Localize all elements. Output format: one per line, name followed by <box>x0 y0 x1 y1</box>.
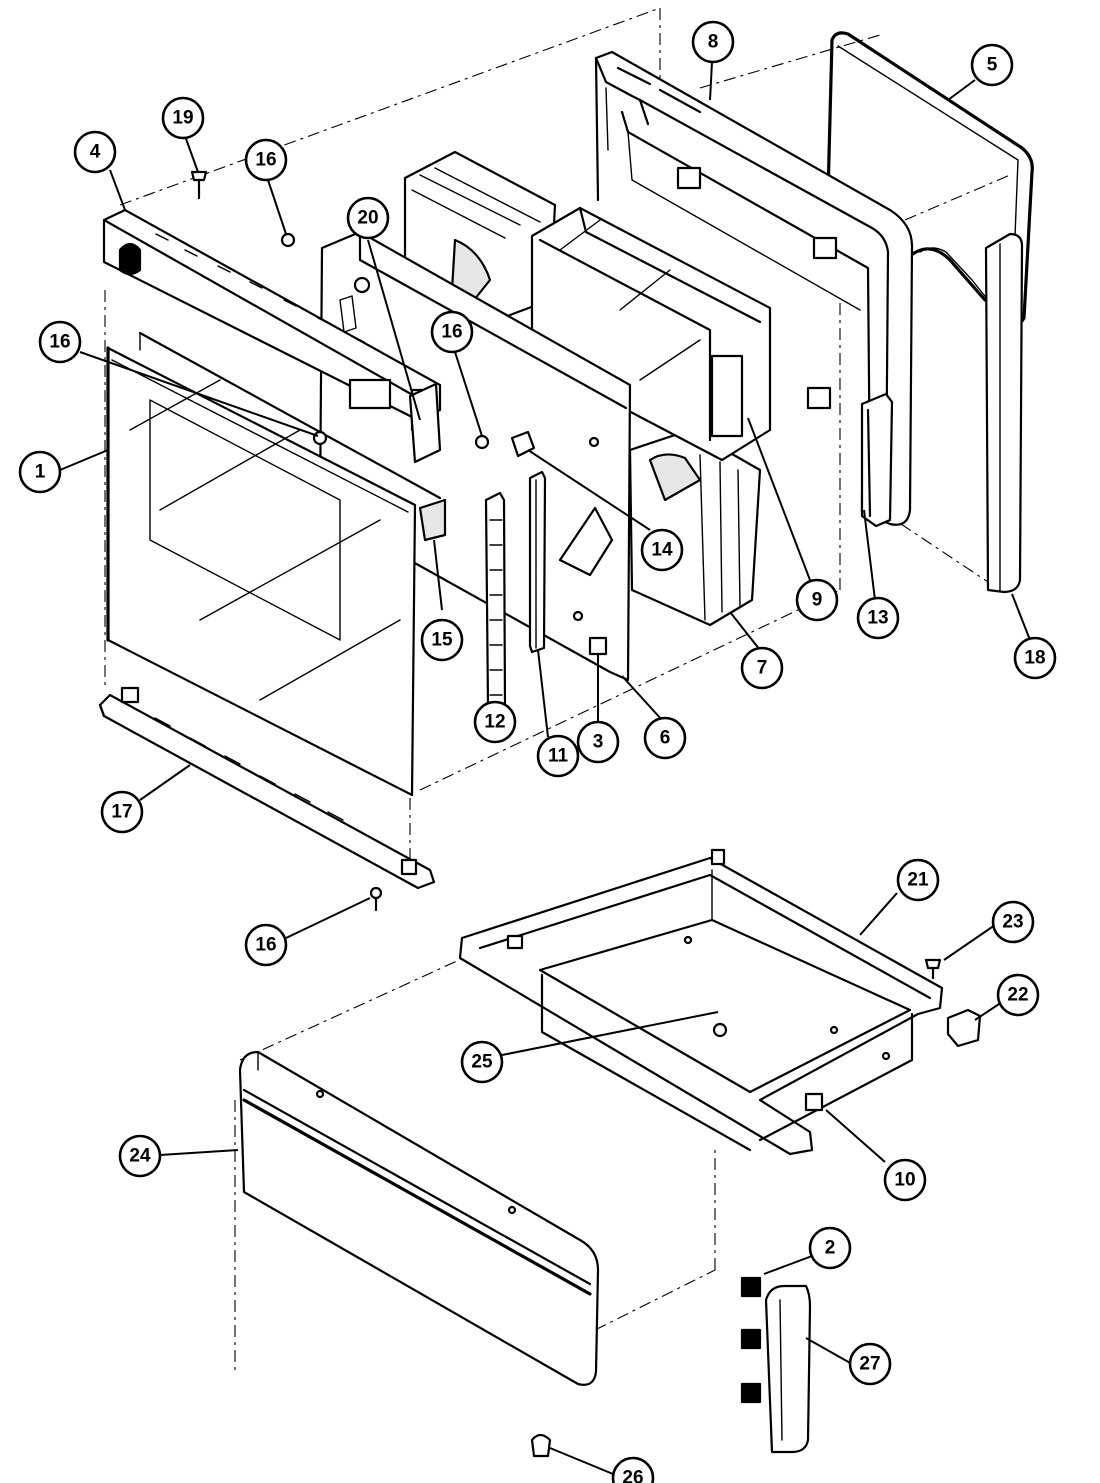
callout-20-label: 20 <box>357 208 378 229</box>
oven-door-frame <box>594 50 914 526</box>
side-trim <box>984 232 1024 594</box>
callout-7: 7 <box>740 646 784 690</box>
callout-19: 19 <box>161 96 205 140</box>
callout-2-label: 2 <box>825 1238 836 1259</box>
callout-16-center: 16 <box>430 310 474 354</box>
callout-15-label: 15 <box>431 630 453 651</box>
drawer-screw <box>924 958 942 980</box>
callout-16-top-label: 16 <box>255 150 276 171</box>
callout-20: 20 <box>346 196 390 240</box>
callout-12: 12 <box>473 700 517 744</box>
callout-6: 6 <box>643 716 687 760</box>
drawer-glide-pad <box>740 1276 762 1404</box>
callout-9-label: 9 <box>812 590 823 611</box>
callout-4-label: 4 <box>90 142 101 163</box>
callout-3: 3 <box>576 720 620 764</box>
callout-11-label: 11 <box>548 746 569 767</box>
drawer-stop <box>946 1008 982 1048</box>
top-screw <box>190 170 208 200</box>
callout-4: 4 <box>73 130 117 174</box>
assembly-guide-lines <box>104 7 1011 1370</box>
callout-19-label: 19 <box>172 108 193 129</box>
callout-13-label: 13 <box>867 608 888 629</box>
callout-25: 25 <box>460 1040 504 1084</box>
callout-18-label: 18 <box>1024 648 1045 669</box>
callout-16-left: 16 <box>38 320 82 364</box>
storage-drawer <box>458 848 944 1156</box>
callout-5-label: 5 <box>987 55 998 76</box>
callout-8-label: 8 <box>708 32 719 53</box>
drawer-guide <box>804 1092 824 1112</box>
callout-5: 5 <box>970 43 1014 87</box>
door-gasket <box>826 31 1034 325</box>
callout-23-label: 23 <box>1002 912 1023 933</box>
callout-7-label: 7 <box>757 658 768 679</box>
callout-14-label: 14 <box>651 540 673 561</box>
door-spacer-strip <box>528 470 547 654</box>
callout-12-label: 12 <box>484 712 505 733</box>
callout-13: 13 <box>856 596 900 640</box>
callout-16-left-label: 16 <box>49 332 70 353</box>
callout-22-label: 22 <box>1007 985 1028 1006</box>
callout-21: 21 <box>896 858 940 902</box>
callout-26-label: 26 <box>622 1468 643 1483</box>
callout-21-label: 21 <box>907 870 929 891</box>
callout-1-label: 1 <box>35 462 46 483</box>
callout-10-label: 10 <box>894 1170 915 1191</box>
hinge-bracket <box>860 392 894 528</box>
callout-14: 14 <box>640 528 684 572</box>
callout-leaders <box>59 61 1031 1475</box>
drawer-side-guide <box>764 1284 812 1454</box>
callout-18: 18 <box>1013 636 1057 680</box>
callout-6-label: 6 <box>660 728 671 749</box>
callout-16-bottom-label: 16 <box>255 935 276 956</box>
callout-17-label: 17 <box>111 802 132 823</box>
callout-24: 24 <box>118 1134 162 1178</box>
callout-27-label: 27 <box>859 1354 880 1375</box>
callout-16-top: 16 <box>244 138 288 182</box>
door-handle-bracket <box>408 382 442 464</box>
drawer-screw-center <box>712 1022 728 1038</box>
callout-3-label: 3 <box>593 732 604 753</box>
door-bottom-trim <box>98 686 436 890</box>
callout-25-label: 25 <box>471 1052 493 1073</box>
callout-15: 15 <box>420 618 464 662</box>
drawer-foot <box>530 1433 552 1458</box>
callout-9: 9 <box>795 578 839 622</box>
door-vent-strip <box>484 491 507 714</box>
door-glass-panel <box>106 331 447 797</box>
inner-glass <box>530 206 772 462</box>
callout-8: 8 <box>691 20 735 64</box>
callout-23: 23 <box>991 900 1035 944</box>
callout-10: 10 <box>883 1158 927 1202</box>
callout-2: 2 <box>808 1226 852 1270</box>
callout-26: 26 <box>611 1456 655 1483</box>
callout-16-center-label: 16 <box>441 322 462 343</box>
callout-24-label: 24 <box>129 1146 151 1167</box>
callout-22: 22 <box>996 973 1040 1017</box>
callout-17: 17 <box>100 790 144 834</box>
drawer-front-panel <box>238 1050 600 1386</box>
callout-16-bottom: 16 <box>244 923 288 967</box>
callout-27: 27 <box>848 1342 892 1386</box>
callout-11: 11 <box>536 734 580 778</box>
door-hinge-clip <box>588 636 608 656</box>
callout-1: 1 <box>18 450 62 494</box>
